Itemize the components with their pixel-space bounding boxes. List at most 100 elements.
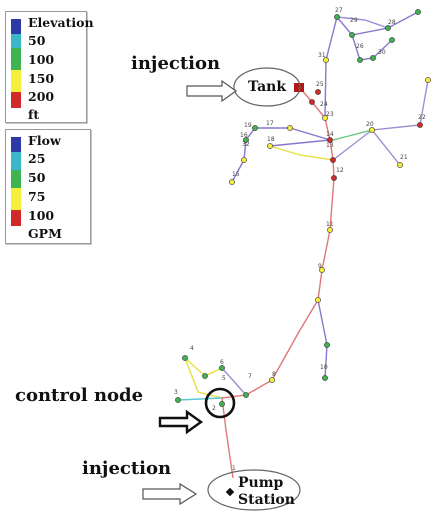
pipe-west-3	[269, 145, 334, 161]
flow-label: 100	[28, 208, 55, 223]
node-label: 15	[232, 171, 240, 178]
pipe-main-lower	[221, 299, 319, 479]
swatch-cyan	[11, 34, 21, 48]
tank-marker	[294, 83, 304, 92]
node	[241, 157, 247, 163]
pipe-ne-3	[336, 16, 389, 29]
pump-label: Pump	[238, 475, 284, 491]
node	[287, 125, 293, 131]
node	[323, 57, 329, 63]
tank-arrow-icon	[186, 79, 238, 103]
control-node-ring	[204, 387, 236, 419]
node-label: 10	[320, 364, 328, 371]
node-label: 24	[320, 101, 328, 108]
node	[385, 25, 391, 31]
node-label: 2	[212, 405, 216, 412]
node	[269, 377, 275, 383]
node	[229, 179, 235, 185]
injection-label-bottom: injection	[82, 458, 172, 479]
node	[389, 37, 395, 43]
node-label: 31	[318, 52, 326, 59]
swatch-blue	[11, 137, 21, 152]
pipe-east-1	[332, 79, 429, 161]
elevation-label: 150	[28, 71, 55, 86]
pipe-ne-1	[324, 11, 419, 119]
node-label: 7	[248, 373, 252, 380]
node-label: 5	[222, 375, 226, 382]
node-label: 1	[232, 465, 236, 472]
pipe-sw-3	[177, 397, 223, 401]
pump-marker	[225, 487, 235, 497]
pipe-main-upper	[299, 87, 335, 301]
node-label: 27	[335, 7, 343, 14]
node-label: 13	[326, 142, 334, 149]
swatch-red	[11, 210, 21, 226]
pipe-ne-2	[351, 34, 393, 61]
node	[252, 125, 258, 131]
node	[315, 89, 321, 95]
swatch-green	[11, 48, 21, 70]
node	[319, 267, 325, 273]
tank-label: Tank	[248, 79, 287, 95]
swatch-cyan	[11, 152, 21, 170]
elevation-unit: ft	[28, 107, 40, 122]
flow-legend: Flow 25 50 75 100 GPM	[5, 129, 91, 244]
station-label: Station	[238, 492, 295, 508]
node	[202, 373, 208, 379]
node	[331, 175, 337, 181]
node	[417, 122, 423, 128]
node	[327, 227, 333, 233]
flow-unit: GPM	[28, 226, 62, 241]
swatch-yellow	[11, 188, 21, 210]
swatch-blue	[11, 19, 21, 34]
pipe-sw-2	[221, 367, 247, 396]
node-label: 19	[244, 122, 252, 129]
node-label: 14	[326, 131, 334, 138]
node-label: 22	[418, 114, 426, 121]
node-label: 9	[318, 263, 322, 270]
node	[357, 57, 363, 63]
node	[415, 9, 421, 15]
node-label: 6	[220, 359, 224, 366]
node	[315, 297, 321, 303]
swatch-red	[11, 92, 21, 108]
node-label: 23	[326, 111, 334, 118]
node-label: 3	[174, 389, 178, 396]
elevation-label: 200	[28, 89, 55, 104]
pipe-west-2	[269, 139, 331, 147]
pump-arrow-icon	[142, 482, 198, 506]
flow-label: 75	[28, 189, 46, 204]
node	[425, 77, 431, 83]
flow-label: 50	[28, 170, 46, 185]
node	[219, 401, 225, 407]
node-label: 32	[242, 141, 250, 148]
flow-label: 25	[28, 151, 46, 166]
elevation-label: 100	[28, 52, 55, 67]
node-label: 16	[240, 132, 248, 139]
node	[219, 365, 225, 371]
node	[327, 137, 333, 143]
elevation-legend: Elevation 50 100 150 200 ft	[5, 11, 94, 123]
node-label: 26	[356, 43, 364, 50]
node	[322, 375, 328, 381]
injection-label-top: injection	[131, 53, 221, 74]
node	[175, 397, 181, 403]
node	[322, 115, 328, 121]
node-label: 18	[267, 136, 275, 143]
node	[369, 127, 375, 133]
control-arrow-icon	[158, 409, 204, 435]
pipe-east-2	[332, 129, 373, 141]
node-label: 21	[400, 154, 408, 161]
node	[267, 143, 273, 149]
node-label: 30	[378, 49, 386, 56]
pipe-east-3	[371, 129, 401, 166]
node	[243, 392, 249, 398]
node-label: 17	[266, 120, 274, 127]
node-label: 4	[190, 345, 194, 352]
node-label: 29	[350, 17, 358, 24]
elevation-label: 50	[28, 33, 46, 48]
swatch-yellow	[11, 70, 21, 92]
flow-legend-title: Flow	[28, 133, 61, 148]
junction-nodes	[175, 9, 431, 407]
